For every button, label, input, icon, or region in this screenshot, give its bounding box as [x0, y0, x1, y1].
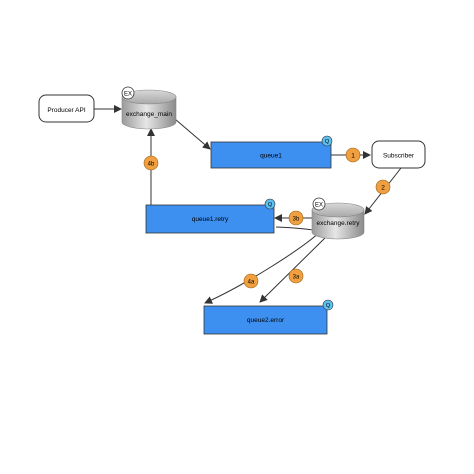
exchange-main-node: exchange_main EX: [121, 86, 177, 130]
arrow-queue1-retry-to-queue2-error: [204, 226, 321, 304]
exchange-retry-badge-text: EX: [315, 203, 323, 209]
subscriber-node: Subscriber: [371, 140, 426, 169]
step-4b-label: 4b: [148, 162, 155, 168]
queue2-error-label: queue2.error: [247, 317, 285, 324]
queue1-retry-badge-text: Q: [268, 202, 273, 208]
queue1-retry-node: queue1.retry Q: [145, 198, 276, 234]
producer-label: Producer API: [47, 107, 85, 114]
queue1-retry-label: queue1.retry: [192, 216, 229, 223]
queue1-retry-badge: [264, 198, 276, 210]
queue1-badge-text: Q: [325, 139, 330, 145]
queue1-badge: [321, 135, 333, 147]
step-4a-label: 4a: [248, 280, 255, 286]
exchange-retry-node: exchange.retry EX: [311, 197, 365, 240]
step-4a: 4a: [243, 273, 259, 289]
step-1-label: 1: [351, 153, 355, 160]
queue1-label: queue1: [260, 153, 282, 160]
queue2-error-badge: [322, 299, 334, 311]
step-markers: 1 2 3b 3a 4a 4b: [143, 147, 391, 289]
queue2-error-badge-text: Q: [326, 303, 331, 309]
exchange-main-label: exchange_main: [126, 111, 172, 118]
exchange-main-badge-text: EX: [124, 92, 132, 98]
step-1: 1: [345, 147, 361, 163]
subscriber-label: Subscriber: [383, 153, 415, 160]
exchange-retry-badge: [312, 197, 326, 211]
step-4b: 4b: [143, 155, 159, 171]
step-3a: 3a: [288, 268, 304, 284]
queue2-error-node: queue2.error Q: [203, 299, 334, 335]
arrow-exchange-retry-to-queue2-error: [259, 234, 329, 303]
producer-node: Producer API: [38, 94, 95, 123]
step-2: 2: [375, 179, 391, 195]
arrow-exchange-main-to-queue1: [174, 118, 211, 150]
step-3b: 3b: [288, 210, 304, 226]
step-3b-label: 3b: [293, 217, 300, 223]
step-2-label: 2: [381, 185, 385, 192]
queue1-node: queue1 Q: [210, 135, 333, 169]
exchange-retry-label: exchange.retry: [317, 220, 361, 227]
exchange-main-badge: [121, 86, 135, 100]
step-3a-label: 3a: [293, 275, 300, 281]
